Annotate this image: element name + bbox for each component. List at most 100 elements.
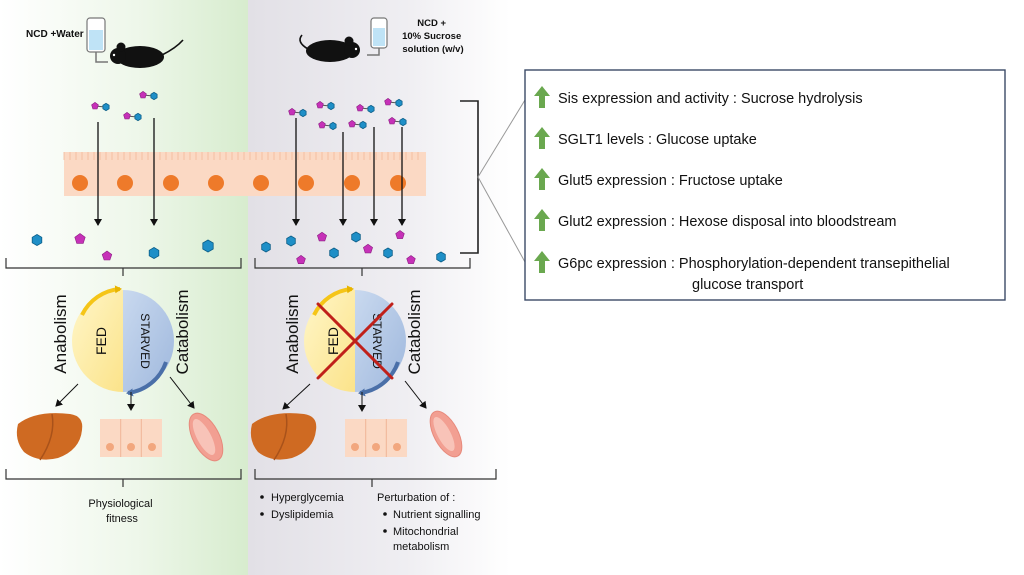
fructose-icon (356, 104, 364, 112)
fructose-icon (296, 255, 306, 265)
glucose-icon (327, 101, 335, 111)
glucose-icon (329, 247, 339, 259)
fructose-icon (406, 255, 416, 264)
left-fed-starved-cycle (72, 285, 174, 397)
bracket-connector-lines (477, 99, 526, 263)
up-arrow-icon (534, 127, 550, 149)
perturbation-mitochondrial: Mitochondrial (393, 526, 458, 538)
nucleus (298, 175, 314, 191)
fructose-icon (363, 243, 373, 254)
glucose-icon (148, 247, 160, 259)
fructose-icon (316, 101, 324, 109)
fructose-icon (384, 98, 392, 106)
left-outcome-text: Physiological fitness (88, 498, 155, 525)
epithelium-layer (63, 152, 426, 196)
glucose-icon (359, 120, 367, 130)
left-absorption-bracket (5, 258, 242, 276)
right-absorption-bracket (254, 258, 471, 276)
info-item-text: Glut5 expression : Fructose uptake (558, 173, 783, 189)
fructose-icon (388, 117, 396, 125)
left-outcome-bracket (5, 469, 242, 487)
right-condition-label: NCD + 10% Sucrose solution (w/v) (402, 18, 464, 55)
info-item-text: SGLT1 levels : Glucose uptake (558, 132, 757, 148)
perturbation-list: Perturbation of : Nutrient signalling Mi… (377, 492, 480, 553)
nucleus (117, 175, 133, 191)
right-anabolism-label: Anabolism (283, 294, 302, 373)
fructose-icon (101, 250, 113, 261)
glucose-icon (202, 239, 214, 253)
nucleus (253, 175, 269, 191)
left-fed-label: FED (93, 327, 109, 355)
sugar-molecules (31, 91, 446, 265)
right-muscle-icon (429, 410, 463, 458)
organ-arrows (55, 376, 427, 412)
outcome-hyperglycemia: Hyperglycemia (271, 492, 345, 504)
absorption-arrows (94, 118, 406, 226)
right-catabolism-label: Catabolism (405, 289, 424, 374)
up-arrow-icon (534, 209, 550, 231)
nucleus (344, 175, 360, 191)
right-fed-starved-cycle (304, 285, 406, 397)
sucrose-bottle-icon (367, 17, 388, 56)
fructose-icon (123, 112, 131, 120)
mouse-icon (110, 39, 184, 68)
left-panel-background (0, 0, 248, 575)
left-muscle-icon (188, 412, 224, 462)
fructose-icon (91, 102, 99, 110)
right-panel-background (248, 0, 510, 575)
right-fed-label: FED (325, 327, 341, 355)
glucose-icon (329, 121, 337, 131)
left-anabolism-label: Anabolism (51, 294, 70, 373)
info-item-text: G6pc expression : Phosphorylation-depend… (558, 256, 950, 272)
nucleus (163, 175, 179, 191)
up-arrow-icon (534, 86, 550, 108)
up-arrow-icon (534, 251, 550, 273)
glucose-icon (383, 247, 393, 259)
nucleus (208, 175, 224, 191)
fructose-icon (395, 230, 405, 239)
info-item-text: Glut2 expression : Hexose disposal into … (558, 214, 897, 230)
nucleus (72, 175, 88, 191)
glucose-icon (395, 98, 403, 108)
info-item-text-continued: glucose transport (692, 277, 803, 293)
outcome-dyslipidemia: Dyslipidemia (271, 509, 334, 521)
glucose-icon (286, 235, 296, 247)
fructose-icon (74, 233, 86, 244)
up-arrow-icon (534, 168, 550, 190)
left-condition-label: NCD +Water (26, 29, 84, 40)
info-item-text: Sis expression and activity : Sucrose hy… (558, 91, 863, 107)
info-box (524, 69, 1006, 301)
nucleus (390, 175, 406, 191)
perturbation-metabolism: metabolism (393, 541, 449, 553)
glucose-icon (299, 108, 307, 118)
mouse-icon-right (299, 34, 360, 62)
epithelial-nuclei (72, 175, 406, 191)
glucose-icon (31, 234, 43, 246)
glucose-icon (261, 241, 271, 253)
right-liver-icon (250, 413, 317, 461)
fructose-icon (317, 231, 327, 242)
right-intestine-cells-icon (345, 419, 407, 457)
glucose-icon (150, 91, 158, 101)
perturbation-nutrient-signalling: Nutrient signalling (393, 509, 480, 521)
fructose-icon (288, 108, 296, 116)
left-liver-icon (16, 413, 83, 461)
water-bottle-icon (86, 17, 108, 63)
left-starved-label: STARVED (138, 313, 152, 369)
glucose-icon (102, 102, 110, 112)
left-intestine-cells-icon (100, 419, 162, 457)
glucose-icon (134, 112, 142, 122)
left-catabolism-label: Catabolism (173, 289, 192, 374)
perturbation-title: Perturbation of : (377, 492, 455, 504)
glucose-icon (399, 117, 407, 127)
glucose-icon (351, 231, 361, 243)
fructose-icon (348, 120, 356, 128)
fructose-icon (139, 91, 147, 99)
glucose-icon (367, 104, 375, 114)
right-outcomes-list: Hyperglycemia Dyslipidemia (260, 492, 345, 521)
info-box-items: Sis expression and activity : Sucrose hy… (534, 86, 950, 293)
cycle-disrupted-cross-icon (316, 302, 394, 380)
right-outcome-bracket (254, 469, 497, 487)
